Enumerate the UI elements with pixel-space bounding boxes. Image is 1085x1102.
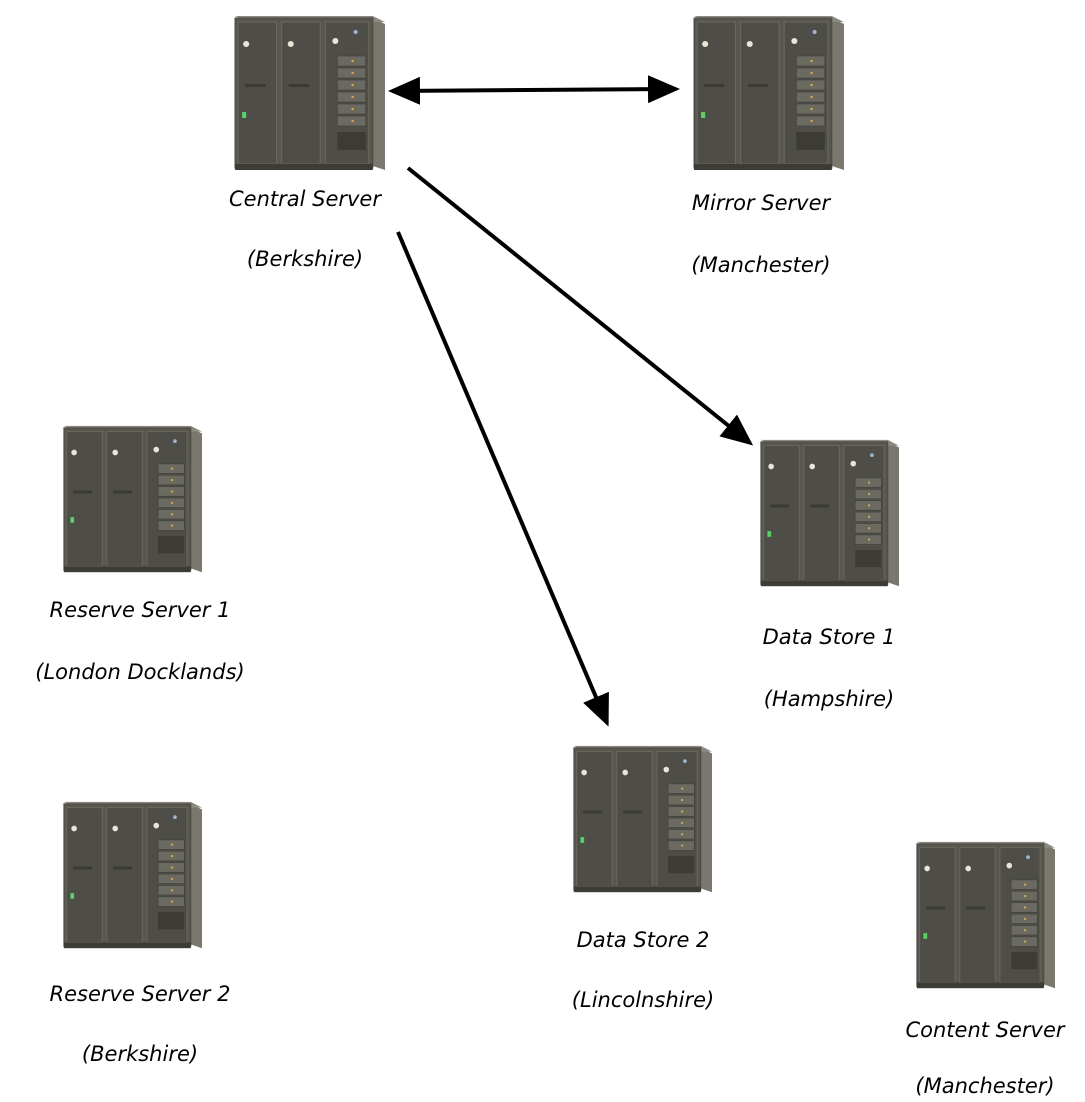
server-rack-icon bbox=[915, 840, 1055, 992]
reserve-server-2-location: (Berkshire) bbox=[81, 1042, 199, 1066]
content-server-name: Content Server bbox=[905, 1018, 1065, 1042]
data-store-1-location: (Hampshire) bbox=[763, 687, 895, 711]
server-rack-icon bbox=[62, 800, 202, 952]
reserve-server-1-location: (London Docklands) bbox=[35, 660, 245, 684]
data-store-1-name: Data Store 1 bbox=[762, 625, 896, 649]
reserve-server-2-name: Reserve Server 2 bbox=[49, 982, 231, 1006]
data-store-2-name: Data Store 2 bbox=[576, 928, 710, 952]
mirror-server-location: (Manchester) bbox=[691, 253, 831, 277]
central-server-location: (Berkshire) bbox=[246, 247, 364, 271]
server-rack-icon bbox=[233, 14, 385, 174]
arrow-central-datastore1 bbox=[406, 166, 754, 446]
server-rack-icon bbox=[759, 438, 899, 590]
server-rack-icon bbox=[572, 744, 712, 896]
central-server-name: Central Server bbox=[228, 187, 381, 211]
server-rack-icon bbox=[62, 424, 202, 576]
content-server-location: (Manchester) bbox=[915, 1074, 1055, 1098]
arrow-central-datastore2 bbox=[396, 231, 609, 727]
mirror-server-name: Mirror Server bbox=[691, 191, 831, 215]
arrow-central-mirror bbox=[388, 75, 680, 105]
server-rack-icon bbox=[692, 14, 844, 174]
reserve-server-1-name: Reserve Server 1 bbox=[49, 598, 231, 622]
data-store-2-location: (Lincolnshire) bbox=[571, 988, 715, 1012]
